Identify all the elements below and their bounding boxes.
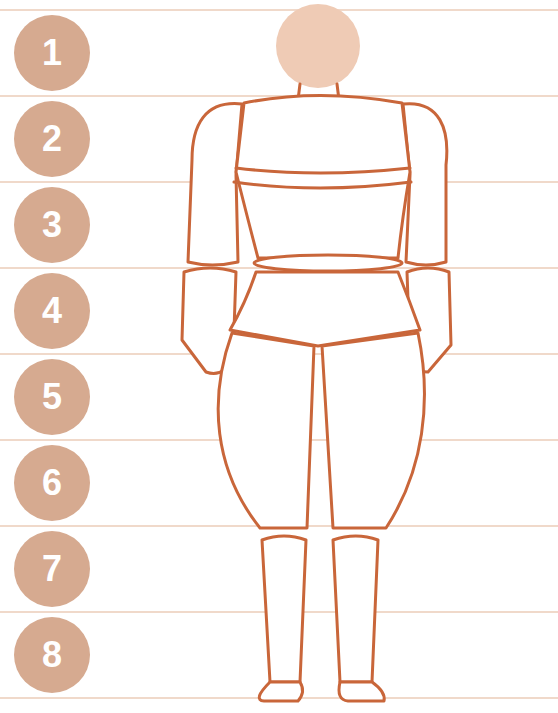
upper-arm (188, 104, 242, 265)
callout-number: 6 (42, 465, 62, 501)
callout-circle: 7 (14, 531, 90, 607)
thigh (218, 333, 314, 528)
thigh (322, 333, 424, 528)
head (276, 4, 360, 88)
callout-circle: 2 (14, 101, 90, 177)
callout-number: 2 (42, 121, 62, 157)
shin (262, 536, 306, 682)
callout-circle: 4 (14, 273, 90, 349)
proportion-lines (0, 10, 558, 698)
pelvis (230, 272, 420, 346)
upper-arm (403, 104, 447, 265)
callout-number: 7 (42, 551, 62, 587)
callout-circle: 3 (14, 187, 90, 263)
callout-number: 1 (42, 35, 62, 71)
callout-circle: 5 (14, 359, 90, 435)
chest-band (234, 168, 411, 188)
shin (333, 536, 378, 682)
callout-circle: 1 (14, 15, 90, 91)
callout-circle: 6 (14, 445, 90, 521)
callout-circle: 8 (14, 617, 90, 693)
callout-number: 8 (42, 637, 62, 673)
foot (259, 682, 302, 701)
chest (236, 96, 410, 259)
callout-number: 3 (42, 207, 62, 243)
foot (339, 682, 384, 701)
callout-number: 4 (42, 293, 62, 329)
guide-line (0, 9, 558, 11)
body-outline (182, 84, 451, 701)
waist (254, 255, 402, 271)
callout-number: 5 (42, 379, 62, 415)
